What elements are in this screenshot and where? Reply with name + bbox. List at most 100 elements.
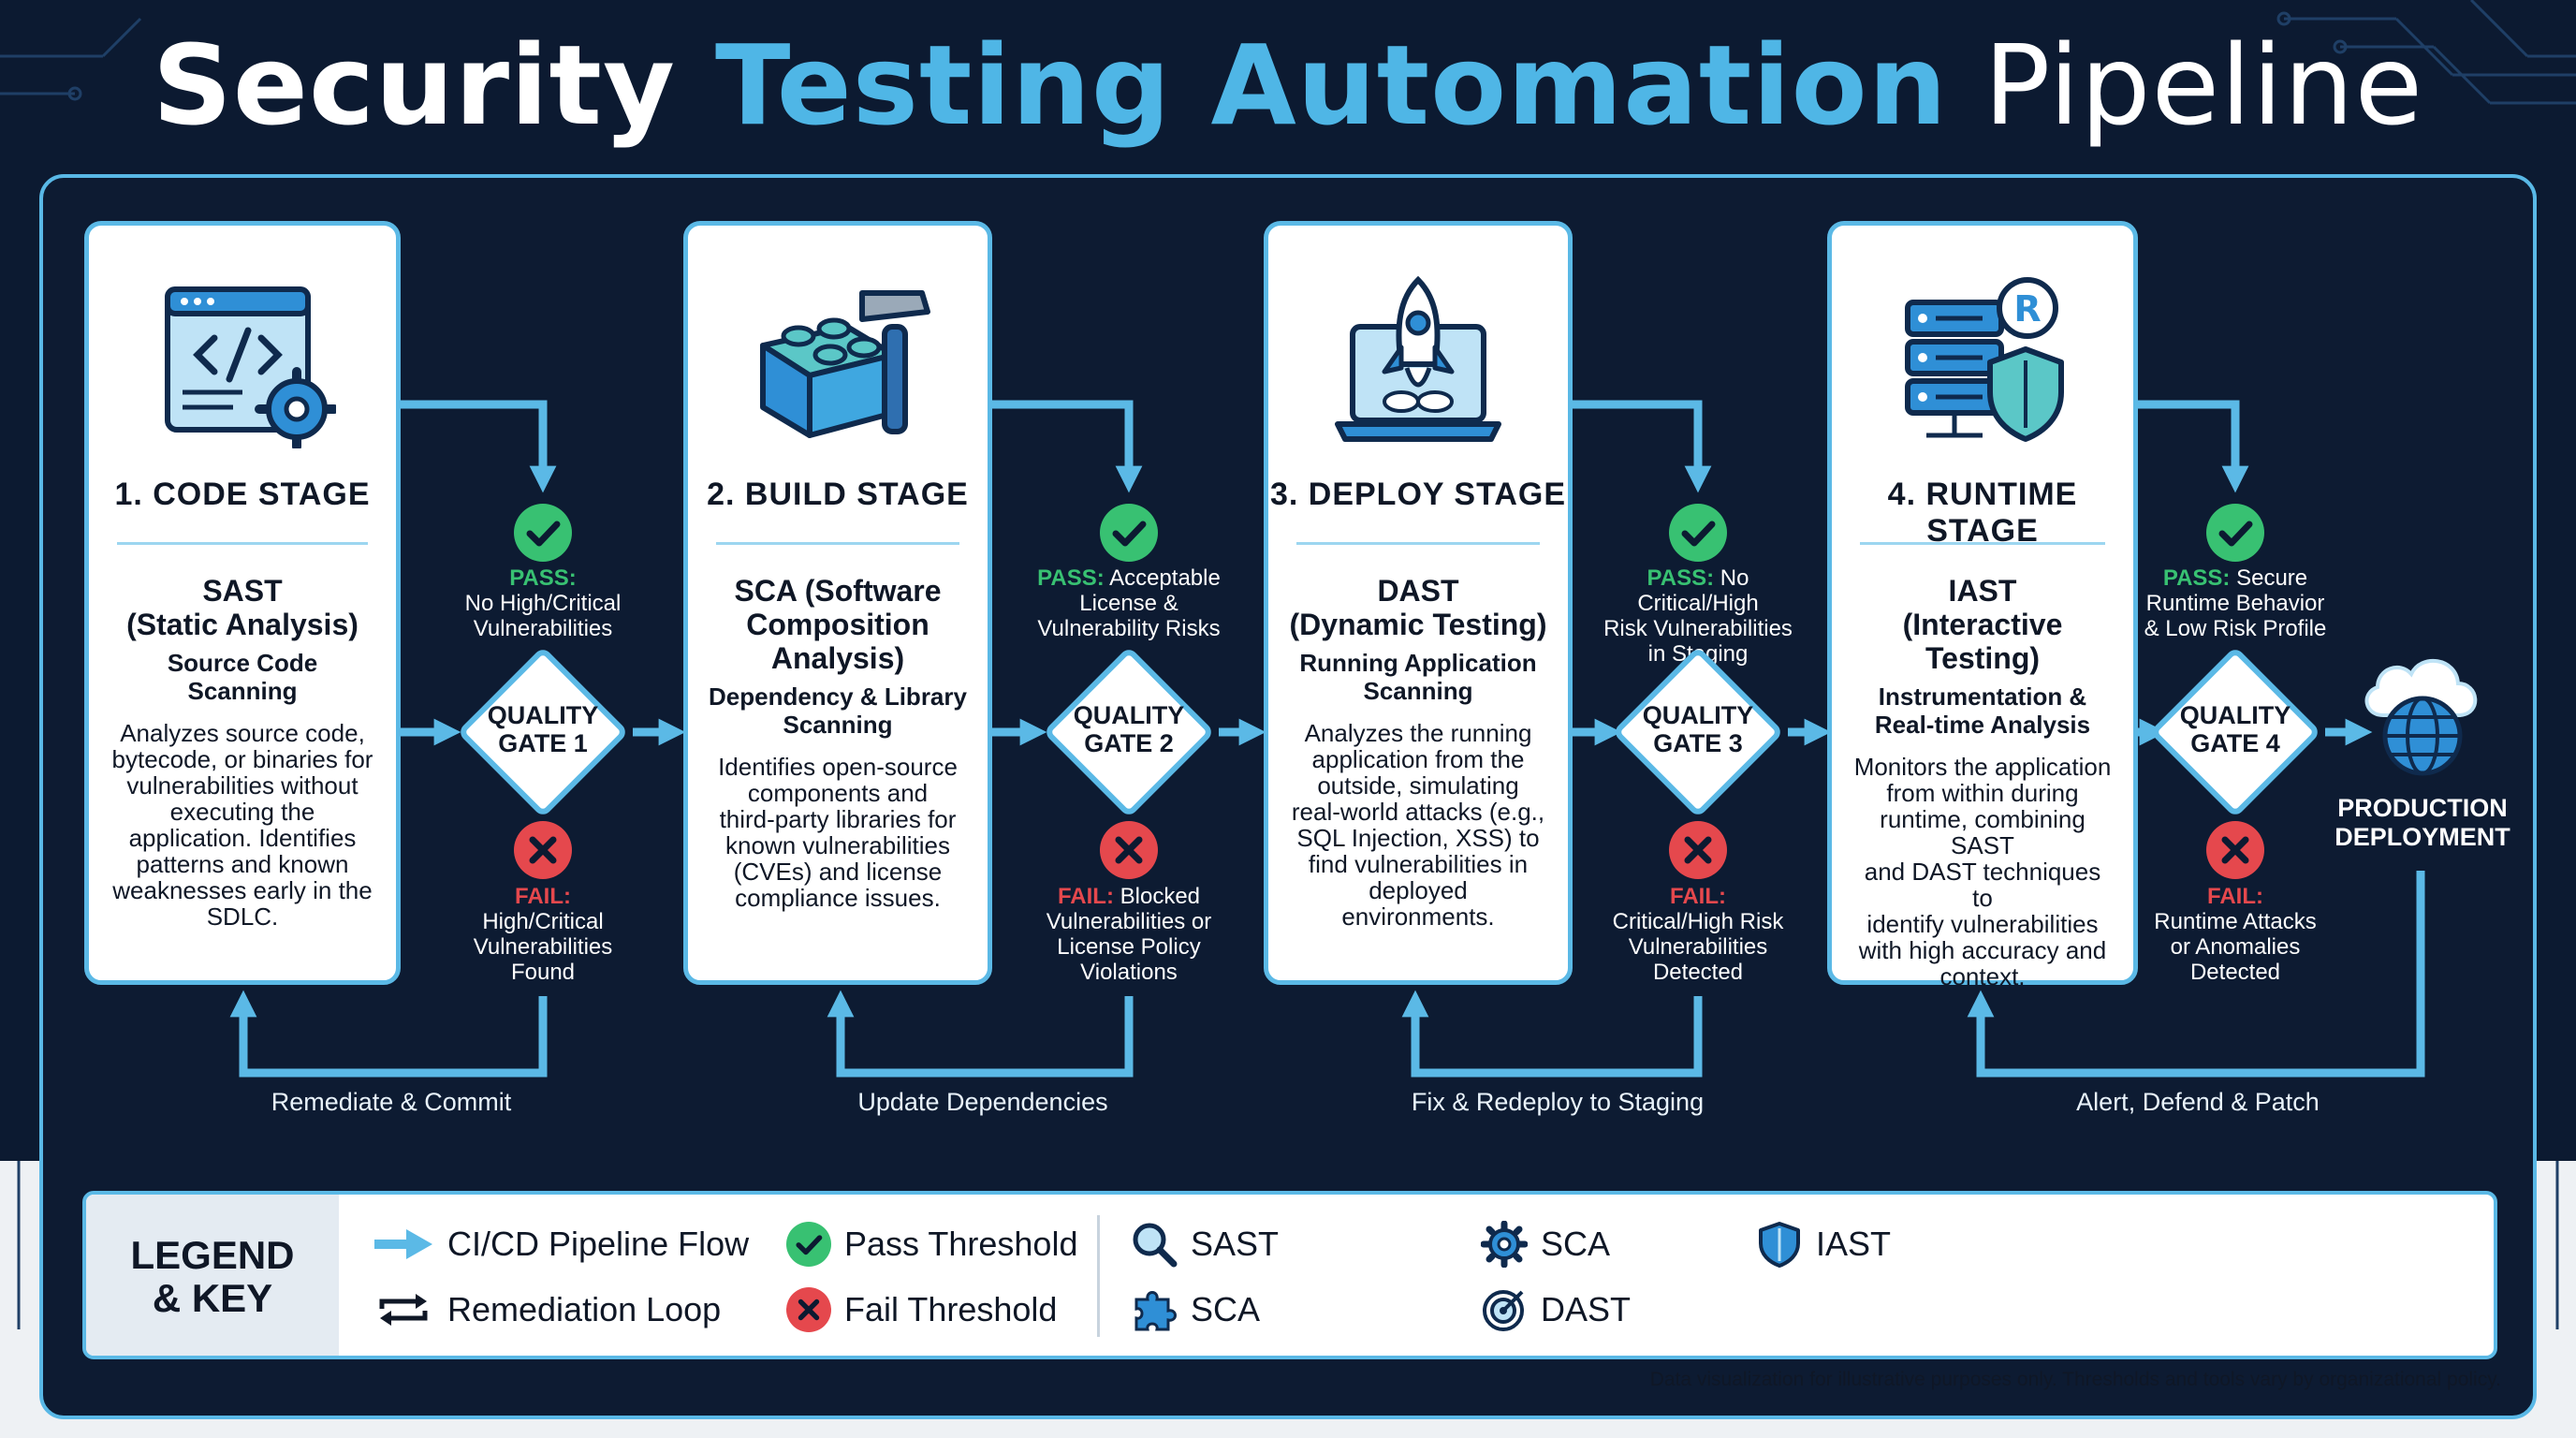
check-circle-icon [1669,504,1727,562]
fail-text: Blocked Vulnerabilities or License Polic… [1046,884,1212,985]
puzzle-icon [1134,1291,1177,1331]
legend-label: SCA [1191,1290,1261,1328]
legend-item-remediation-loop: Remediation Loop [373,1286,721,1333]
stage-method: DAST (Dynamic Testing) [1289,574,1547,641]
production-deployment-label: PRODUCTION DEPLOYMENT [2334,794,2510,851]
stage-heading: 1. CODE STAGE [114,477,371,512]
pass-tag: PASS: [2162,565,2231,591]
stage-focus: Source Code Scanning [167,649,318,705]
stage-method: IAST (Interactive Testing) [1902,574,2063,675]
building-block-hammer-icon [688,271,988,458]
stage-divider [1296,542,1540,545]
gate-label: QUALITY GATE 4 [2179,701,2291,757]
legend-label: Pass Threshold [844,1225,1078,1263]
stage-heading: 2. BUILD STAGE [707,477,969,512]
magnifier-icon [1133,1223,1178,1268]
quality-gate-1: QUALITY GATE 1 [454,643,632,821]
x-circle-icon [514,821,572,879]
stage-card-build: 2. BUILD STAGE SCA (Software Composition… [683,221,992,985]
stage-focus: Instrumentation & Real-time Analysis [1874,682,2091,739]
gate-label: QUALITY GATE 1 [487,701,599,757]
check-circle-icon [2206,504,2264,562]
legend-label: SAST [1191,1225,1280,1263]
stage-heading: 4. RUNTIME STAGE [1887,477,2078,549]
arrow-right-icon [374,1229,432,1259]
pass-tag: PASS: [509,565,577,591]
fail-text: High/Critical Vulnerabilities Found [473,909,613,985]
stage-body: SAST (Static Analysis) Source Code Scann… [110,574,375,930]
check-circle-icon [514,504,572,562]
title-part-testing-automation: Testing Automation [714,21,1948,150]
legend-label: CI/CD Pipeline Flow [447,1225,750,1263]
fail-text: Critical/High Risk Vulnerabilities Detec… [1612,909,1784,985]
remediation-loop-label: Fix & Redeploy to Staging [1411,1088,1705,1116]
legend-item-sca-gear: SCA [1481,1221,1610,1268]
remediation-loop-label: Update Dependencies [857,1088,1108,1116]
stage-card-deploy: 3. DEPLOY STAGE DAST (Dynamic Testing) R… [1264,221,1573,985]
stage-divider [1860,542,2105,545]
fail-tag: FAIL: [2207,884,2263,909]
check-circle-icon [1100,504,1158,562]
gate-label: QUALITY GATE 2 [1073,701,1185,757]
check-circle-icon [786,1222,831,1267]
x-circle-icon [786,1287,831,1332]
legend-label: DAST [1541,1290,1632,1328]
pass-text: No High/Critical Vulnerabilities [464,591,622,641]
legend-item-pass-threshold: Pass Threshold [786,1221,1077,1268]
gate-pass-note: PASS: Secure Runtime Behavior & Low Risk… [2123,565,2348,641]
gate-fail-note: FAIL: Runtime Attacks or Anomalies Detec… [2123,884,2348,985]
code-window-gear-icon [89,271,396,458]
fail-tag: FAIL: [1057,884,1114,909]
stage-body: IAST (Interactive Testing) Instrumentati… [1852,574,2113,990]
fail-text: Runtime Attacks or Anomalies Detected [2154,909,2317,985]
rocket-laptop-icon [1268,271,1568,458]
legend-label: Fail Threshold [844,1290,1058,1328]
stage-method: SCA (Software Composition Analysis) [734,574,942,675]
page-title: Security Testing Automation Pipeline [0,21,2576,150]
gate-fail-note: FAIL: High/Critical Vulnerabilities Foun… [431,884,655,985]
remediation-loop-label: Remediate & Commit [271,1088,512,1116]
legend-item-dast: DAST [1481,1286,1631,1333]
gate-label: QUALITY GATE 3 [1642,701,1754,757]
quality-gate-3: QUALITY GATE 3 [1609,643,1787,821]
gate-pass-note: PASS: Acceptable License & Vulnerability… [1017,565,1241,641]
legend-item-fail-threshold: Fail Threshold [786,1286,1057,1333]
footnote: Data visualization for illustrative purp… [1649,1369,2501,1390]
pass-tag: PASS: [1037,565,1105,591]
remediation-loop-label: Alert, Defend & Patch [2076,1088,2320,1116]
pass-tag: PASS: [1647,565,1715,591]
server-shield-icon: R [1832,271,2133,458]
x-circle-icon [2206,821,2264,879]
svg-text:R: R [2013,288,2041,330]
legend-title-box: LEGEND & KEY [86,1195,339,1356]
legend-label: Remediation Loop [447,1290,722,1328]
cloud-globe-icon [2355,646,2486,786]
fail-tag: FAIL: [1670,884,1726,909]
stage-card-runtime: R 4. RUNTIME STAGE IAST (Interactive Tes… [1827,221,2138,990]
legend-label: IAST [1816,1225,1892,1263]
legend-item-iast: IAST [1756,1221,1891,1268]
gear-icon [1481,1221,1528,1268]
pass-text: Acceptable License & Vulnerability Risks [1037,565,1221,641]
quality-gate-2: QUALITY GATE 2 [1040,643,1218,821]
pass-text: Secure Runtime Behavior & Low Risk Profi… [2144,565,2327,641]
stage-divider [716,542,959,545]
stage-body: SCA (Software Composition Analysis) Depe… [709,574,967,911]
legend-item-sca-puzzle: SCA [1131,1286,1260,1333]
legend-label: SCA [1541,1225,1611,1263]
stage-heading: 3. DEPLOY STAGE [1269,477,1567,512]
legend-item-pipeline-flow: CI/CD Pipeline Flow [373,1221,749,1268]
gate-fail-note: FAIL: Blocked Vulnerabilities or License… [1017,884,1241,985]
stage-focus: Running Application Scanning [1299,649,1537,705]
legend-separator [1097,1215,1100,1337]
fail-tag: FAIL: [515,884,571,909]
stage-focus: Dependency & Library Scanning [709,682,967,739]
stage-description: Analyzes the running application from th… [1291,719,1545,931]
stage-description: Monitors the application from within dur… [1853,753,2112,990]
legend-title: LEGEND & KEY [130,1233,295,1320]
title-part-security: Security [152,21,715,150]
loop-arrows-icon [379,1294,428,1326]
gate-pass-note: PASS: No Critical/High Risk Vulnerabilit… [1586,565,1810,667]
x-circle-icon [1669,821,1727,879]
